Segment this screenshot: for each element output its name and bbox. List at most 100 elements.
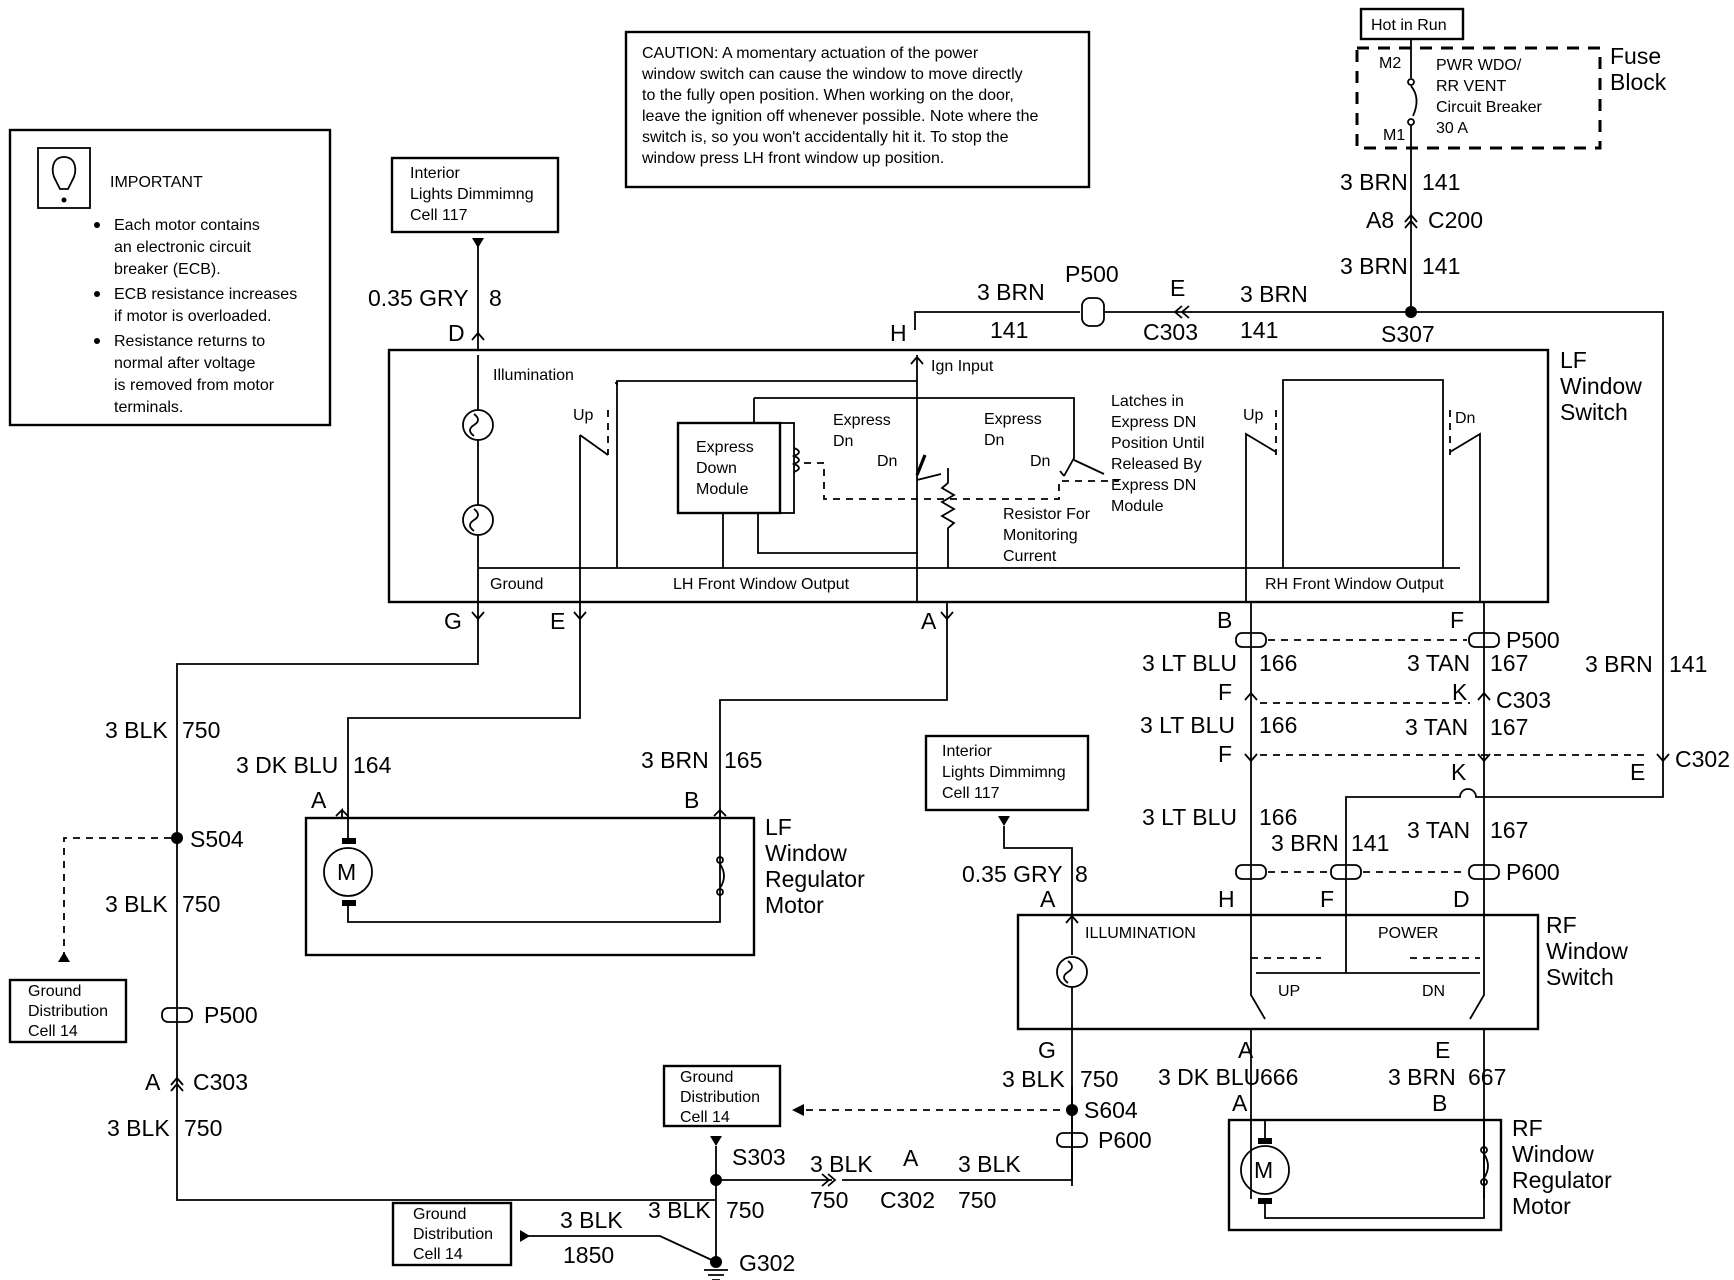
connector-label: G302	[739, 1250, 795, 1276]
connector-label: P600	[1098, 1127, 1152, 1153]
motor-letter: M	[1254, 1157, 1273, 1183]
lf-switch-title: Switch	[1560, 399, 1628, 425]
wire-number: 167	[1490, 650, 1528, 676]
wire-label: 3 BLK	[560, 1207, 623, 1233]
wire-label: 3 BLK	[107, 1115, 170, 1141]
wire-number: 166	[1259, 712, 1297, 738]
ref-text: Distribution	[28, 1003, 108, 1020]
breaker-line-2: RR VENT	[1436, 78, 1506, 95]
lamp-icon	[462, 409, 494, 441]
pin-label: B	[1217, 607, 1232, 633]
pin-label: K	[1452, 679, 1468, 705]
breaker-line-4: 30 A	[1436, 120, 1468, 137]
ref-text: Cell 14	[413, 1246, 463, 1263]
connector-label: C302	[1675, 746, 1730, 772]
rf-power-label: POWER	[1378, 925, 1438, 942]
lf-switch-title: Window	[1560, 373, 1642, 399]
connector-label: S303	[732, 1144, 786, 1170]
motor-letter: M	[337, 859, 356, 885]
lf-switch-title: LF	[1560, 347, 1587, 373]
dn-label: DN	[1422, 983, 1445, 1000]
wire-number: 141	[1422, 253, 1460, 279]
rf-illumination-label: ILLUMINATION	[1085, 925, 1196, 942]
latch-text: Module	[1111, 498, 1164, 515]
module-text: Down	[696, 460, 737, 477]
connector-label: S604	[1084, 1097, 1138, 1123]
lightbulb-icon	[51, 156, 77, 203]
wire-label: 3 TAN	[1407, 650, 1470, 676]
ref-text: Distribution	[680, 1089, 760, 1106]
pin-label: A	[1238, 1037, 1254, 1063]
pin-label: D	[448, 320, 465, 346]
important-bullet-1-l1: Each motor contains	[114, 217, 260, 234]
pin-label: G	[444, 608, 462, 634]
resistor-text: Monitoring	[1003, 527, 1078, 544]
important-title: IMPORTANT	[110, 174, 203, 191]
ref-text: Ground	[28, 983, 81, 1000]
ground-g302	[710, 1256, 722, 1268]
ref-ground-dist-3: Ground Distribution Cell 14	[391, 1201, 513, 1267]
lh-output-label: LH Front Window Output	[673, 576, 850, 593]
caution-line-4: leave the ignition off whenever possible…	[642, 108, 1039, 125]
important-bullet-2-l1: ECB resistance increases	[114, 286, 297, 303]
wire-label: 0.35 GRY	[368, 285, 469, 311]
wire-number: 8	[1075, 861, 1088, 887]
splice-s504	[171, 832, 183, 844]
ref-text: Ground	[413, 1206, 466, 1223]
lf-motor-title: Motor	[765, 892, 824, 918]
important-bullet-2-l2: if motor is overloaded.	[114, 308, 271, 325]
fuse-block-title-2: Block	[1610, 69, 1667, 95]
pin-label: F	[1218, 741, 1232, 767]
important-bullet-1-l2: an electronic circuit	[114, 239, 252, 256]
hot-in-run-label: Hot in Run	[1371, 17, 1447, 34]
wire-number: 750	[958, 1187, 996, 1213]
breaker-line-3: Circuit Breaker	[1436, 99, 1542, 116]
important-bullet-1-l3: breaker (ECB).	[114, 261, 221, 278]
connector-label: C303	[1496, 687, 1551, 713]
wire-label: 3 BLK	[105, 717, 168, 743]
pin-label: F	[1218, 679, 1232, 705]
ign-input-label: Ign Input	[931, 358, 994, 375]
pin-label: A	[1232, 1090, 1248, 1116]
pin-label: H	[1218, 886, 1235, 912]
ref-text: Lights Dimmimng	[942, 764, 1066, 781]
dn-label: Dn	[1030, 453, 1050, 470]
wire-label: 3 BRN	[1340, 169, 1408, 195]
wire-label: 3 BRN	[1585, 651, 1653, 677]
latch-text: Express DN	[1111, 477, 1196, 494]
wire-number: 750	[810, 1187, 848, 1213]
important-bullet-3-l1: Resistance returns to	[114, 333, 265, 350]
wire-label: 3 LT BLU	[1140, 712, 1235, 738]
express-label: Dn	[833, 433, 853, 450]
wire-number: 167	[1490, 714, 1528, 740]
m1-label: M1	[1383, 127, 1405, 144]
pin-label: E	[550, 608, 565, 634]
wire-label: 3 LT BLU	[1142, 804, 1237, 830]
wire-label: 3 LT BLU	[1142, 650, 1237, 676]
ref-text: Interior	[410, 165, 460, 182]
connector-label: C303	[1143, 319, 1198, 345]
pin-label: E	[1170, 275, 1185, 301]
express-label: Express	[833, 412, 891, 429]
connector-label: P500	[204, 1002, 258, 1028]
motor-icon	[323, 847, 373, 897]
latch-text: Latches in	[1111, 393, 1184, 410]
lamp-icon-frame	[37, 147, 91, 209]
caution-note: CAUTION: A momentary actuation of the po…	[624, 30, 1091, 189]
pin-label: A	[1040, 886, 1056, 912]
pin-label: B	[1432, 1090, 1447, 1116]
ref-ground-dist-2: Ground Distribution Cell 14	[662, 1064, 782, 1128]
wire-label: 3 BRN	[1388, 1064, 1456, 1090]
ref-text: Lights Dimmimng	[410, 186, 534, 203]
up-label: Up	[573, 407, 594, 424]
rf-window-regulator-motor: M RF Window Regulator Motor	[1227, 1115, 1612, 1232]
pin-label: A8	[1366, 207, 1394, 233]
wire-number: 750	[182, 891, 220, 917]
ref-ground-dist-1: Ground Distribution Cell 14	[8, 978, 128, 1044]
ref-text: Ground	[680, 1069, 733, 1086]
lamp-icon	[462, 504, 494, 536]
wire-label: 3 BRN	[977, 279, 1045, 305]
caution-line-5: switch is, so you won't accidentally hit…	[642, 129, 1009, 146]
ref-text: Cell 14	[28, 1023, 78, 1040]
connector-label: P600	[1506, 859, 1560, 885]
